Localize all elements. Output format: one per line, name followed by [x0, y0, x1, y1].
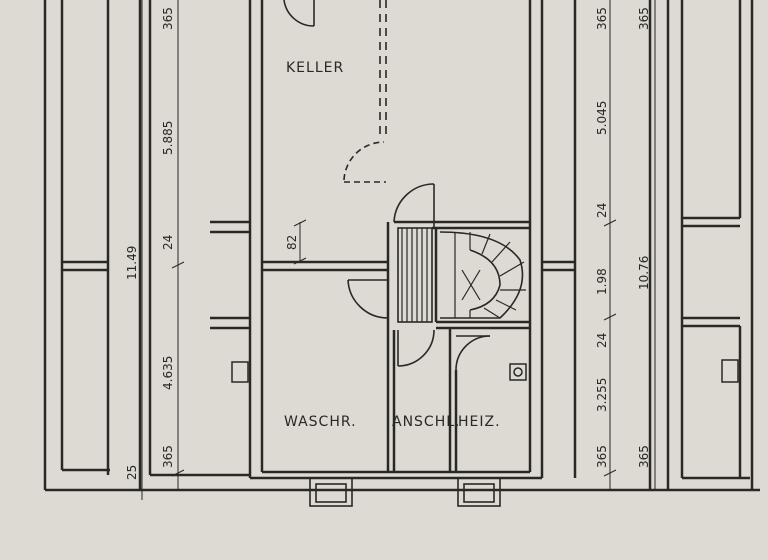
- dim-right-top-b: 365: [637, 7, 651, 30]
- walls: [43, 0, 760, 492]
- boiler-icon: [509, 363, 527, 381]
- room-label-anschluss: ANSCHL.: [392, 414, 461, 430]
- dim-right-upper: 5.045: [595, 101, 609, 135]
- dim-left-upper: 5.885: [161, 121, 175, 155]
- dimension-lines: [141, 0, 656, 500]
- dim-right-bottom-b: 365: [637, 445, 651, 468]
- wall-niches: [231, 359, 739, 383]
- room-label-waschraum: WASCHR.: [284, 414, 357, 430]
- waschraum-door-swing: [347, 279, 389, 319]
- heiz-light-well: [457, 477, 501, 507]
- dim-right-overall: 10.76: [637, 256, 651, 290]
- dim-inner-wall: 82: [285, 235, 299, 250]
- dim-right-lower: 3.255: [595, 378, 609, 412]
- dim-left-overall: 11.49: [125, 246, 139, 280]
- stairs: [397, 227, 526, 323]
- dim-left-lower: 4.635: [161, 356, 175, 390]
- room-label-keller: KELLER: [286, 60, 344, 76]
- dim-left-top: 365: [161, 7, 175, 30]
- dim-right-sill: 24: [595, 333, 609, 348]
- dim-right-bottom-a: 365: [595, 445, 609, 468]
- dim-right-stair: 1.98: [595, 268, 609, 295]
- dim-right-mid: 24: [595, 203, 609, 218]
- keller-door-swing: [343, 141, 385, 181]
- anschluss-door-swing: [397, 329, 435, 367]
- dim-left-bottom: 365: [161, 445, 175, 468]
- waschraum-light-well: [309, 477, 353, 507]
- dim-left-mid: 24: [161, 235, 175, 250]
- light-wells: [309, 477, 501, 507]
- dim-right-top-a: 365: [595, 7, 609, 30]
- dim-left-edge: 25: [125, 465, 139, 480]
- room-label-heizung: HEIZ.: [458, 414, 501, 430]
- top-door-swing: [283, 0, 315, 27]
- stair-door-swing: [393, 183, 435, 223]
- doors: [283, 0, 491, 371]
